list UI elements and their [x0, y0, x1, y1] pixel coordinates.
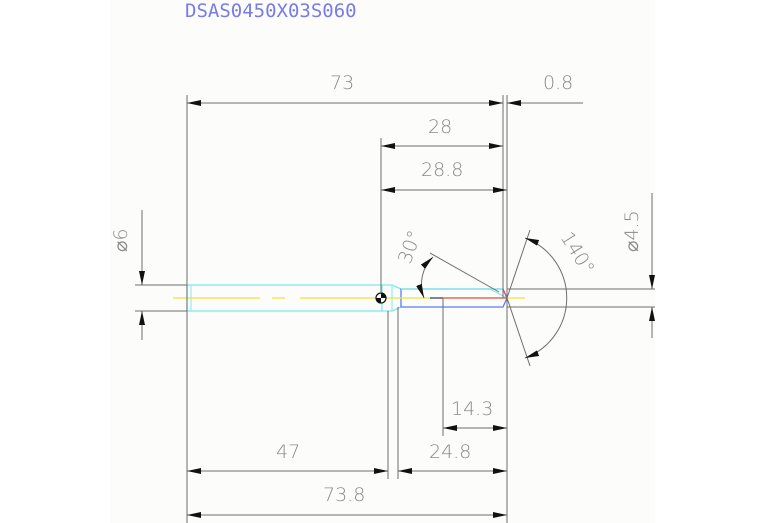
dim-arc-30 — [416, 256, 434, 299]
drill-body — [173, 284, 525, 312]
dim-text-30deg: 30° — [394, 228, 426, 267]
drawing-sheet — [110, 0, 655, 523]
part-number-title: DSAS0450X03S060 — [185, 0, 357, 22]
dim-text-73: 73 — [330, 72, 354, 94]
center-mark-icon — [375, 292, 387, 304]
dim-text-28: 28 — [428, 116, 452, 138]
dim-arc-140 — [524, 237, 568, 359]
dim-text-28-8: 28.8 — [421, 159, 463, 181]
dim-text-47: 47 — [276, 441, 300, 463]
dim-text-14-3: 14.3 — [451, 398, 493, 420]
dim-text-24-8: 24.8 — [429, 441, 471, 463]
dim-text-dia6: ⌀6 — [110, 228, 132, 252]
dim-text-dia45: ⌀4.5 — [621, 210, 643, 252]
dim-text-0-8: 0.8 — [543, 72, 573, 94]
dim-text-73-8: 73.8 — [323, 484, 365, 506]
dim-text-140deg: 140° — [556, 228, 599, 278]
